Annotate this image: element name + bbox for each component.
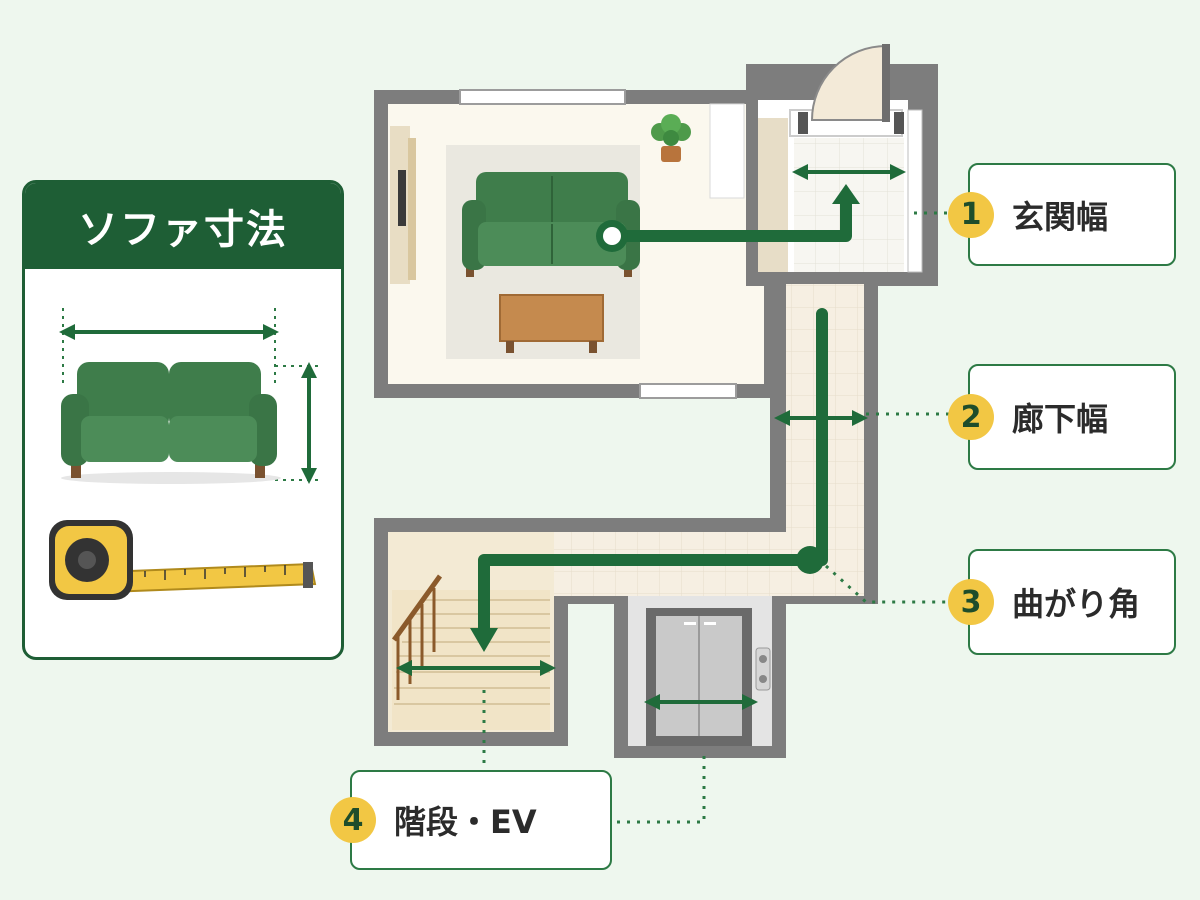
callout-entrance-width: 1 玄関幅 (948, 163, 1176, 266)
sofa-icon (61, 362, 281, 484)
sofa-icon (462, 172, 640, 277)
callout-number-badge: 4 (330, 797, 376, 843)
callout-label: 玄関幅 (1012, 197, 1109, 236)
elevator-icon (628, 596, 772, 746)
callout-label: 廊下幅 (1012, 400, 1109, 438)
tape-measure-icon (49, 520, 317, 600)
width-arrows (396, 164, 906, 710)
callout-number-badge: 2 (948, 394, 994, 440)
door-icon (798, 44, 904, 134)
sofa-card-title: ソファ寸法 (25, 183, 341, 269)
callout-label: 階段・EV (394, 803, 537, 841)
callout-label: 曲がり角 (1012, 585, 1141, 623)
moving-path (470, 184, 860, 652)
callout-number-badge: 1 (948, 191, 994, 238)
callout-corridor-width: 2 廊下幅 (948, 364, 1176, 470)
sofa-diagram (49, 308, 323, 600)
callout-stairs-ev: 4 階段・EV (330, 770, 612, 870)
living-room (374, 89, 778, 399)
stairs-icon (391, 574, 550, 730)
plant-icon (651, 114, 691, 162)
entrance (746, 44, 938, 286)
callout-corner: 3 曲がり角 (948, 549, 1176, 655)
callout-number-badge: 3 (948, 579, 994, 625)
sofa-dimension-card: ソファ寸法 (22, 180, 344, 660)
